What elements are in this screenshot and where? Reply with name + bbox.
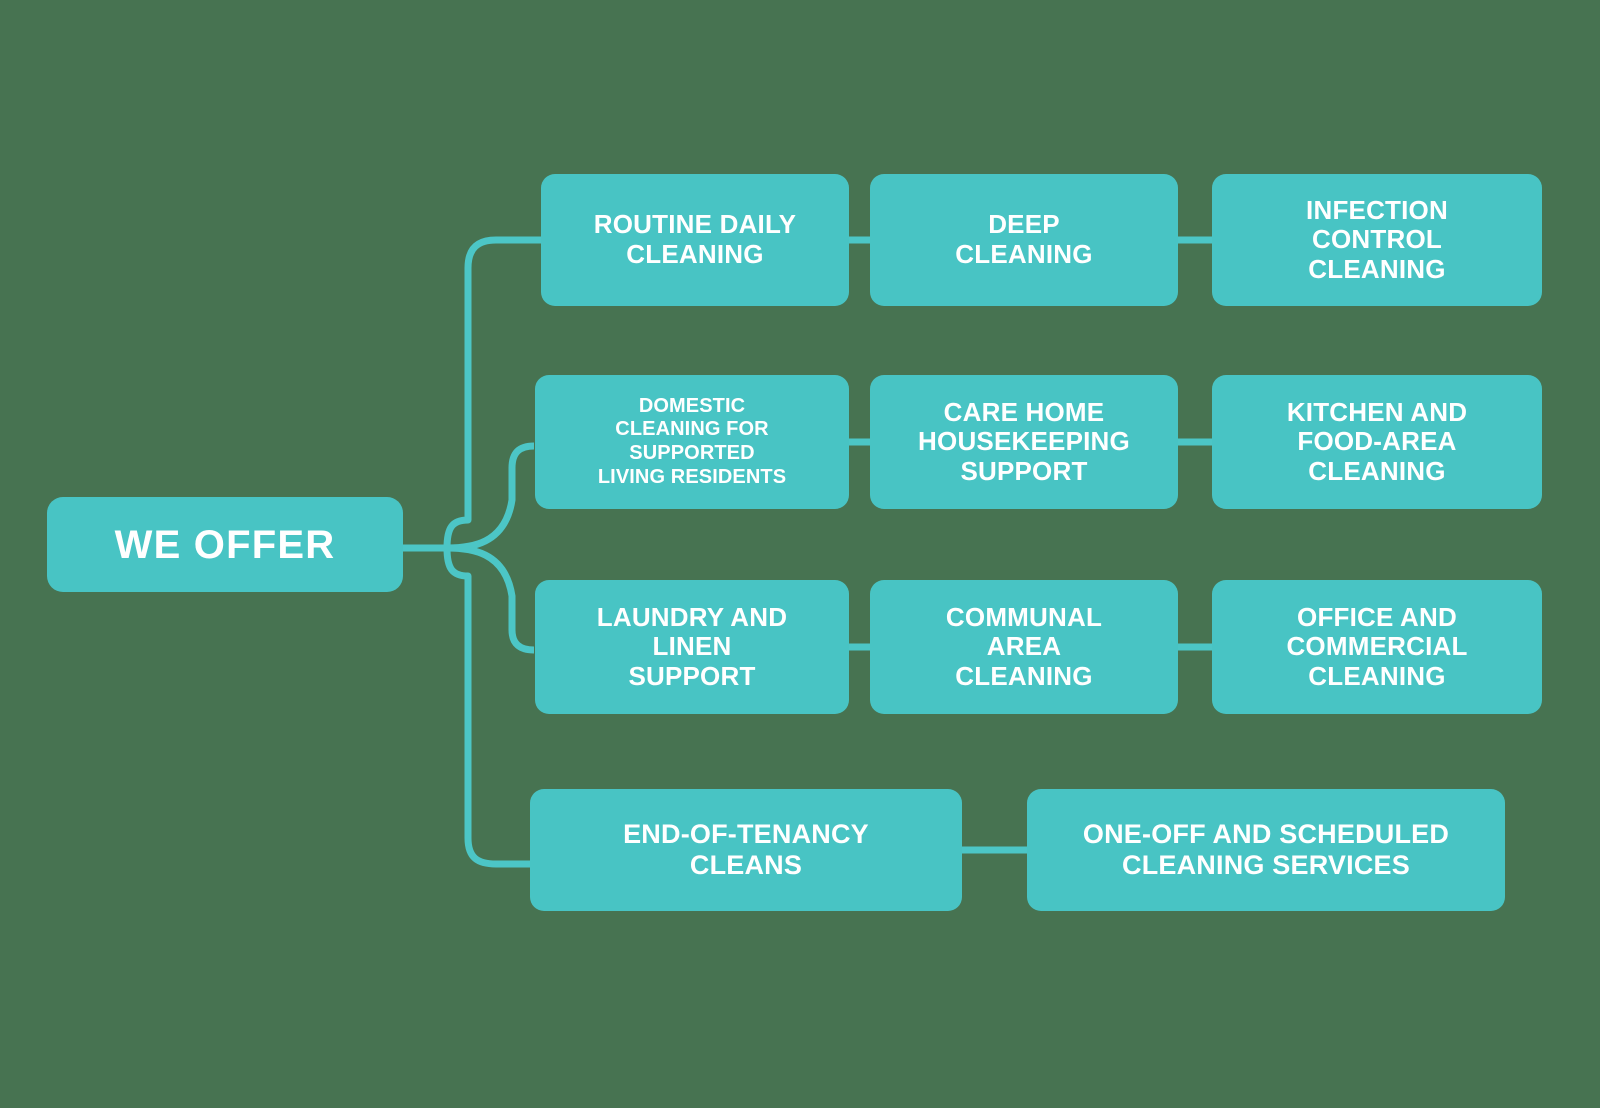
- connector-branch-0: [443, 236, 541, 549]
- node-label: INFECTION CONTROL CLEANING: [1306, 194, 1448, 284]
- node-label: ROUTINE DAILY CLEANING: [593, 209, 797, 269]
- connector-branch-2: [446, 544, 535, 654]
- node-label: KITCHEN AND FOOD-AREA CLEANING: [1286, 396, 1468, 486]
- connector-branch-1: [446, 442, 535, 552]
- node-end-of-tenancy-cleans[interactable]: END-OF-TENANCY CLEANS: [530, 789, 962, 911]
- node-label: OFFICE AND COMMERCIAL CLEANING: [1286, 601, 1468, 691]
- node-kitchen-and-food-area-cleaning[interactable]: KITCHEN AND FOOD-AREA CLEANING: [1212, 375, 1542, 509]
- node-label: END-OF-TENANCY CLEANS: [623, 819, 869, 880]
- node-care-home-housekeeping-support[interactable]: CARE HOME HOUSEKEEPING SUPPORT: [870, 375, 1178, 509]
- node-domestic-cleaning-supported-living[interactable]: DOMESTIC CLEANING FOR SUPPORTED LIVING R…: [535, 375, 849, 509]
- node-label: ONE-OFF AND SCHEDULED CLEANING SERVICES: [1082, 819, 1450, 880]
- node-routine-daily-cleaning[interactable]: ROUTINE DAILY CLEANING: [541, 174, 849, 306]
- root-node-label: WE OFFER: [114, 522, 336, 567]
- root-node-we-offer[interactable]: WE OFFER: [47, 497, 403, 592]
- node-label: COMMUNAL AREA CLEANING: [945, 601, 1103, 691]
- node-label: CARE HOME HOUSEKEEPING SUPPORT: [918, 396, 1130, 486]
- node-communal-area-cleaning[interactable]: COMMUNAL AREA CLEANING: [870, 580, 1178, 714]
- node-label: DOMESTIC CLEANING FOR SUPPORTED LIVING R…: [597, 394, 787, 488]
- node-label: LAUNDRY AND LINEN SUPPORT: [596, 601, 788, 691]
- node-deep-cleaning[interactable]: DEEP CLEANING: [870, 174, 1178, 306]
- node-office-and-commercial-cleaning[interactable]: OFFICE AND COMMERCIAL CLEANING: [1212, 580, 1542, 714]
- node-one-off-and-scheduled-cleaning-services[interactable]: ONE-OFF AND SCHEDULED CLEANING SERVICES: [1027, 789, 1505, 911]
- node-infection-control-cleaning[interactable]: INFECTION CONTROL CLEANING: [1212, 174, 1542, 306]
- node-label: DEEP CLEANING: [955, 209, 1093, 269]
- connector-branch-3: [443, 547, 530, 868]
- node-laundry-and-linen-support[interactable]: LAUNDRY AND LINEN SUPPORT: [535, 580, 849, 714]
